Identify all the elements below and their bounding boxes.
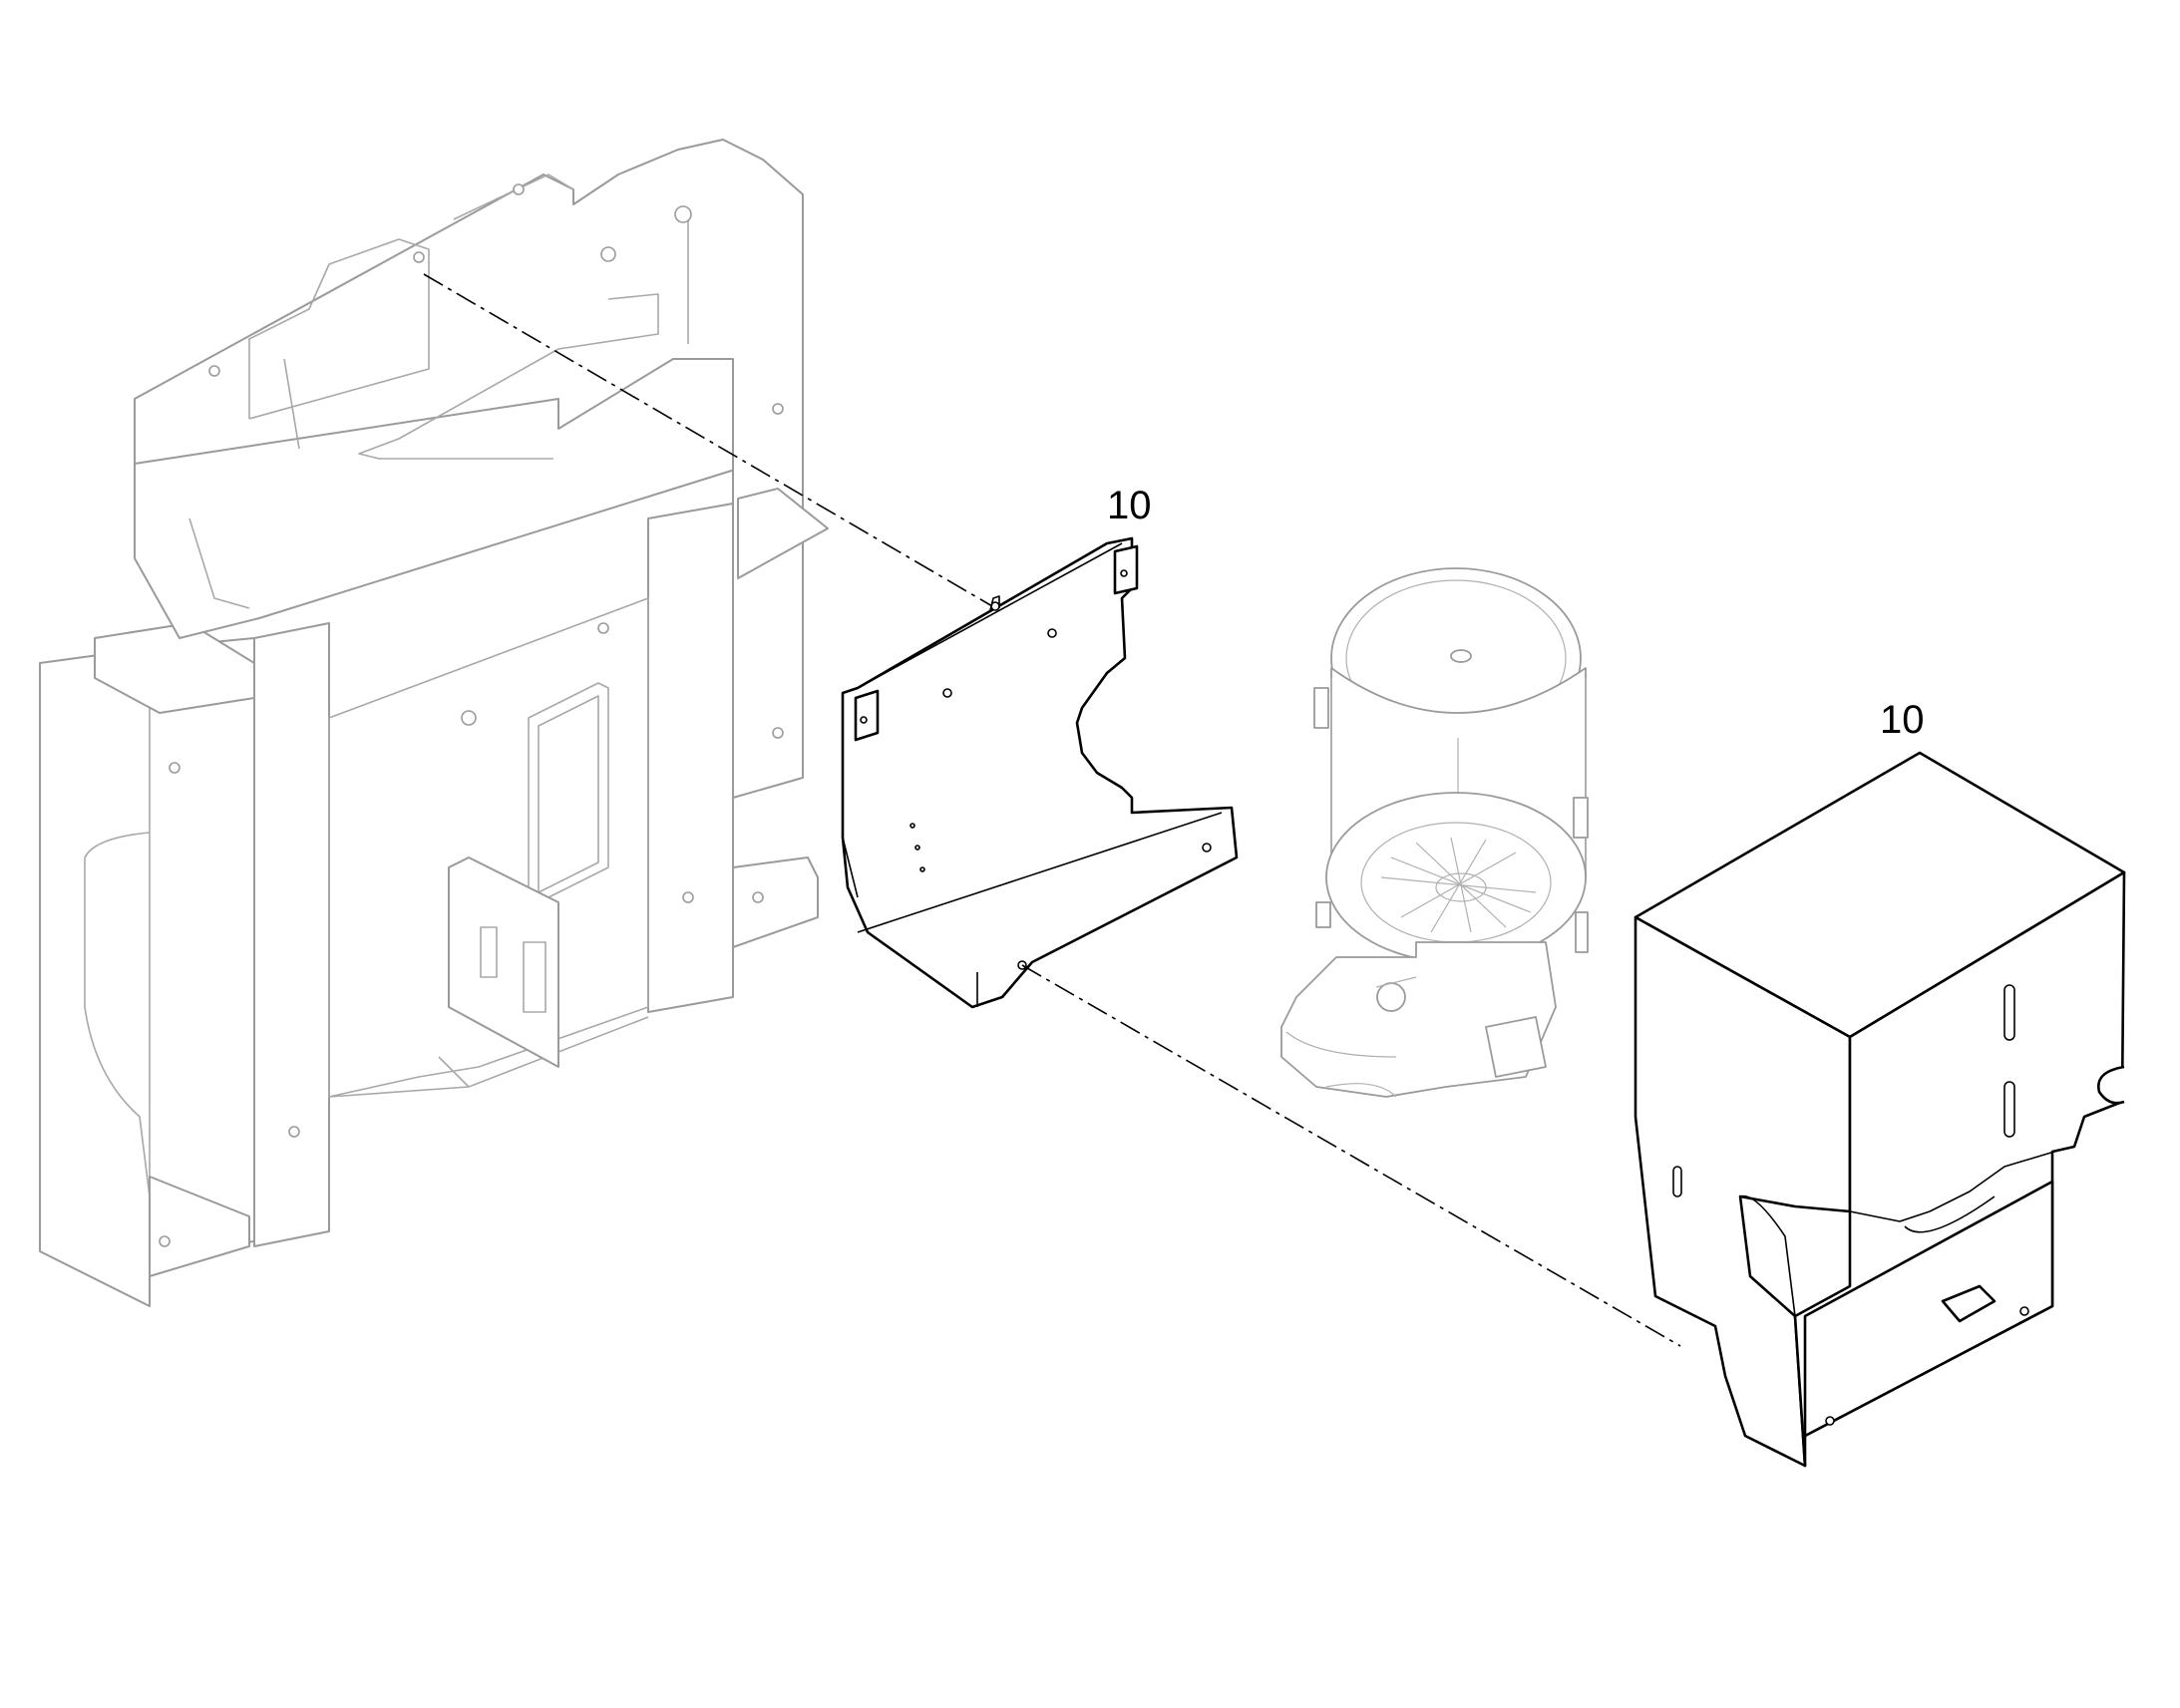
frame-switch-slot-right	[523, 941, 546, 1013]
frame-hole	[682, 891, 694, 903]
bracket-hole	[1047, 628, 1057, 638]
pump-base-contour	[1285, 976, 1417, 1098]
main-frame-structure	[39, 139, 829, 1307]
bracket-inner-edges	[842, 542, 1223, 1007]
assembly-leader-lines	[423, 273, 1681, 1347]
frame-center-beam	[647, 503, 734, 1013]
frame-hole	[208, 365, 220, 377]
frame-holes	[159, 183, 784, 1247]
cover-window	[1941, 1284, 1997, 1323]
frame-hole	[159, 1235, 171, 1247]
pump-base-housing	[1280, 941, 1557, 1098]
frame-inner-panel	[328, 597, 649, 1098]
frame-center-leg	[253, 622, 330, 1247]
frame-left-foot	[149, 1176, 250, 1277]
bracket-left-tab	[854, 689, 880, 742]
frame-hole	[600, 246, 616, 262]
pump-paddle-line	[1430, 839, 1487, 933]
frame-hole	[413, 251, 425, 263]
bracket-hole	[1202, 843, 1212, 853]
bracket-top-notch	[989, 595, 1000, 611]
bracket-part	[841, 536, 1239, 1009]
cover-side-cutout	[2097, 1065, 2125, 1105]
frame-switch-slot-left	[480, 926, 498, 978]
pump-fitting-right	[1573, 797, 1589, 839]
frame-right-flange	[737, 488, 829, 579]
bracket-body	[841, 536, 1239, 1009]
frame-hole	[461, 710, 477, 726]
pump-follower-plate	[1325, 792, 1587, 963]
bracket-hole	[942, 688, 952, 698]
frame-left-column-inner	[84, 648, 151, 1256]
pump-fitting-left	[1313, 687, 1329, 729]
pump-fitting-lower-right	[1575, 911, 1589, 953]
pump-stirring-paddle	[1380, 837, 1537, 933]
frame-hole	[772, 403, 784, 415]
pump-paddle-line	[1450, 837, 1472, 933]
frame-hole	[169, 762, 181, 774]
bracket-tab-hole	[860, 716, 868, 724]
cover-part	[1634, 751, 2126, 1468]
bracket-hole	[914, 845, 920, 851]
pump-fitting-lower-left	[1315, 901, 1331, 928]
pump-lid-center	[1450, 649, 1472, 663]
cover-slot-lower	[2003, 1081, 2015, 1138]
frame-hole	[288, 1126, 300, 1138]
cover-inner-fold	[1739, 1151, 2055, 1317]
frame-hole	[597, 622, 609, 634]
frame-top-plate-detail	[188, 173, 689, 609]
bracket-right-tab	[1113, 544, 1139, 595]
cover-slot-upper	[2003, 984, 2015, 1041]
frame-switch-plate	[448, 856, 559, 1068]
frame-hole	[674, 205, 692, 223]
frame-hole	[752, 891, 764, 903]
pump-assembly	[1280, 567, 1589, 1098]
bracket-hole	[919, 866, 925, 872]
frame-hole	[772, 727, 784, 739]
bracket-tab-hole	[1120, 569, 1128, 577]
cover-hole	[2019, 1306, 2029, 1316]
frame-top-plate	[134, 139, 804, 799]
cover-hole	[1825, 1416, 1835, 1426]
pump-motor-box	[1485, 1016, 1547, 1078]
callout-bracket: 10	[1107, 484, 1152, 527]
cover-slot-front	[1672, 1166, 1682, 1197]
frame-slot-window	[528, 682, 609, 903]
leader-frame-to-bracket	[423, 273, 993, 607]
frame-hole	[513, 183, 525, 195]
frame-bottom-rail	[732, 856, 819, 948]
bracket-hole	[909, 823, 915, 829]
pump-paddle-line	[1400, 852, 1517, 918]
cover-lower-flange	[1803, 1180, 2054, 1438]
callout-cover: 10	[1880, 698, 1925, 742]
pump-knob	[1376, 982, 1406, 1012]
leader-bracket-to-cover	[1021, 964, 1681, 1347]
